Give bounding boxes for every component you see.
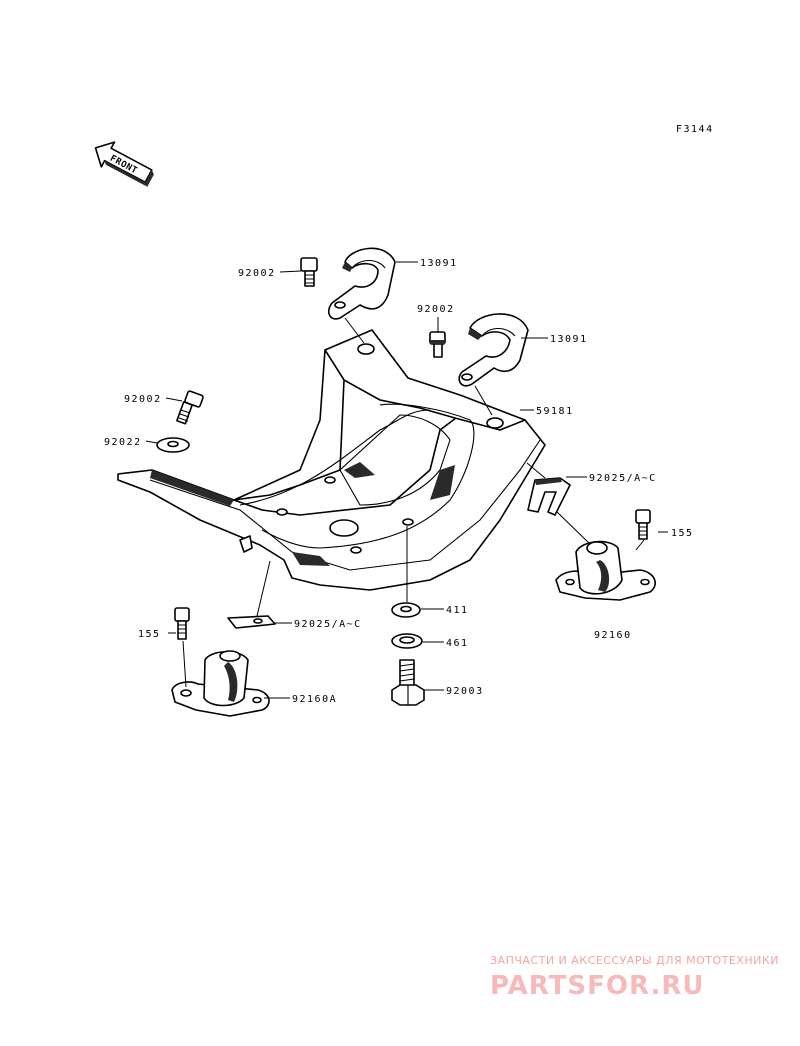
callout-92022: 92022	[104, 437, 142, 448]
bolt-155-right	[635, 509, 651, 540]
callout-155-left: 155	[138, 629, 161, 640]
front-direction-arrow-icon: FRONT	[94, 141, 154, 187]
callout-92025-left: 92025/A~C	[294, 619, 362, 630]
bolt-92002-clamp-right	[429, 331, 446, 358]
watermark-logo: PARTSFOR.RU	[490, 971, 704, 1001]
mount-92160-right	[555, 540, 656, 601]
bolt-92003	[391, 659, 425, 706]
bracket-59181	[117, 329, 546, 591]
leader-lines	[145, 261, 668, 699]
callout-92003: 92003	[446, 686, 484, 697]
washer-461	[391, 633, 423, 649]
callout-13091-right: 13091	[550, 334, 588, 345]
plate-92025-left	[227, 615, 276, 629]
figure-code: F3144	[676, 124, 714, 135]
mount-92160A-left	[171, 650, 270, 717]
callout-92002-left: 92002	[124, 394, 162, 405]
callout-92160-right: 92160	[594, 630, 632, 641]
clamp-13091-right	[458, 313, 529, 387]
callout-92002-clamp-right: 92002	[417, 304, 455, 315]
callout-92025-right: 92025/A~C	[589, 473, 657, 484]
plate-92025-right	[527, 477, 571, 516]
callout-59181: 59181	[536, 406, 574, 417]
bolt-92002-clamp-left	[300, 257, 318, 287]
callout-92160A: 92160A	[292, 694, 337, 705]
watermark-tagline: ЗАПЧАСТИ И АКСЕССУАРЫ ДЛЯ МОТОТЕХНИКИ	[490, 954, 779, 967]
callout-155-right: 155	[671, 528, 694, 539]
bolt-92002-left	[176, 390, 204, 425]
callout-13091-left: 13091	[420, 258, 458, 269]
washer-92022	[156, 437, 190, 453]
callout-92002-clamp-left: 92002	[238, 268, 276, 279]
watermark: ЗАПЧАСТИ И АКСЕССУАРЫ ДЛЯ МОТОТЕХНИКИ PA…	[490, 954, 779, 1001]
callout-411: 411	[446, 605, 469, 616]
callout-labels: 92002 13091 92002 13091 59181 92002 9202…	[104, 258, 694, 705]
bolt-155-left	[174, 607, 190, 640]
callout-461: 461	[446, 638, 469, 649]
washer-411	[391, 602, 421, 618]
clamp-13091-left	[328, 247, 396, 320]
